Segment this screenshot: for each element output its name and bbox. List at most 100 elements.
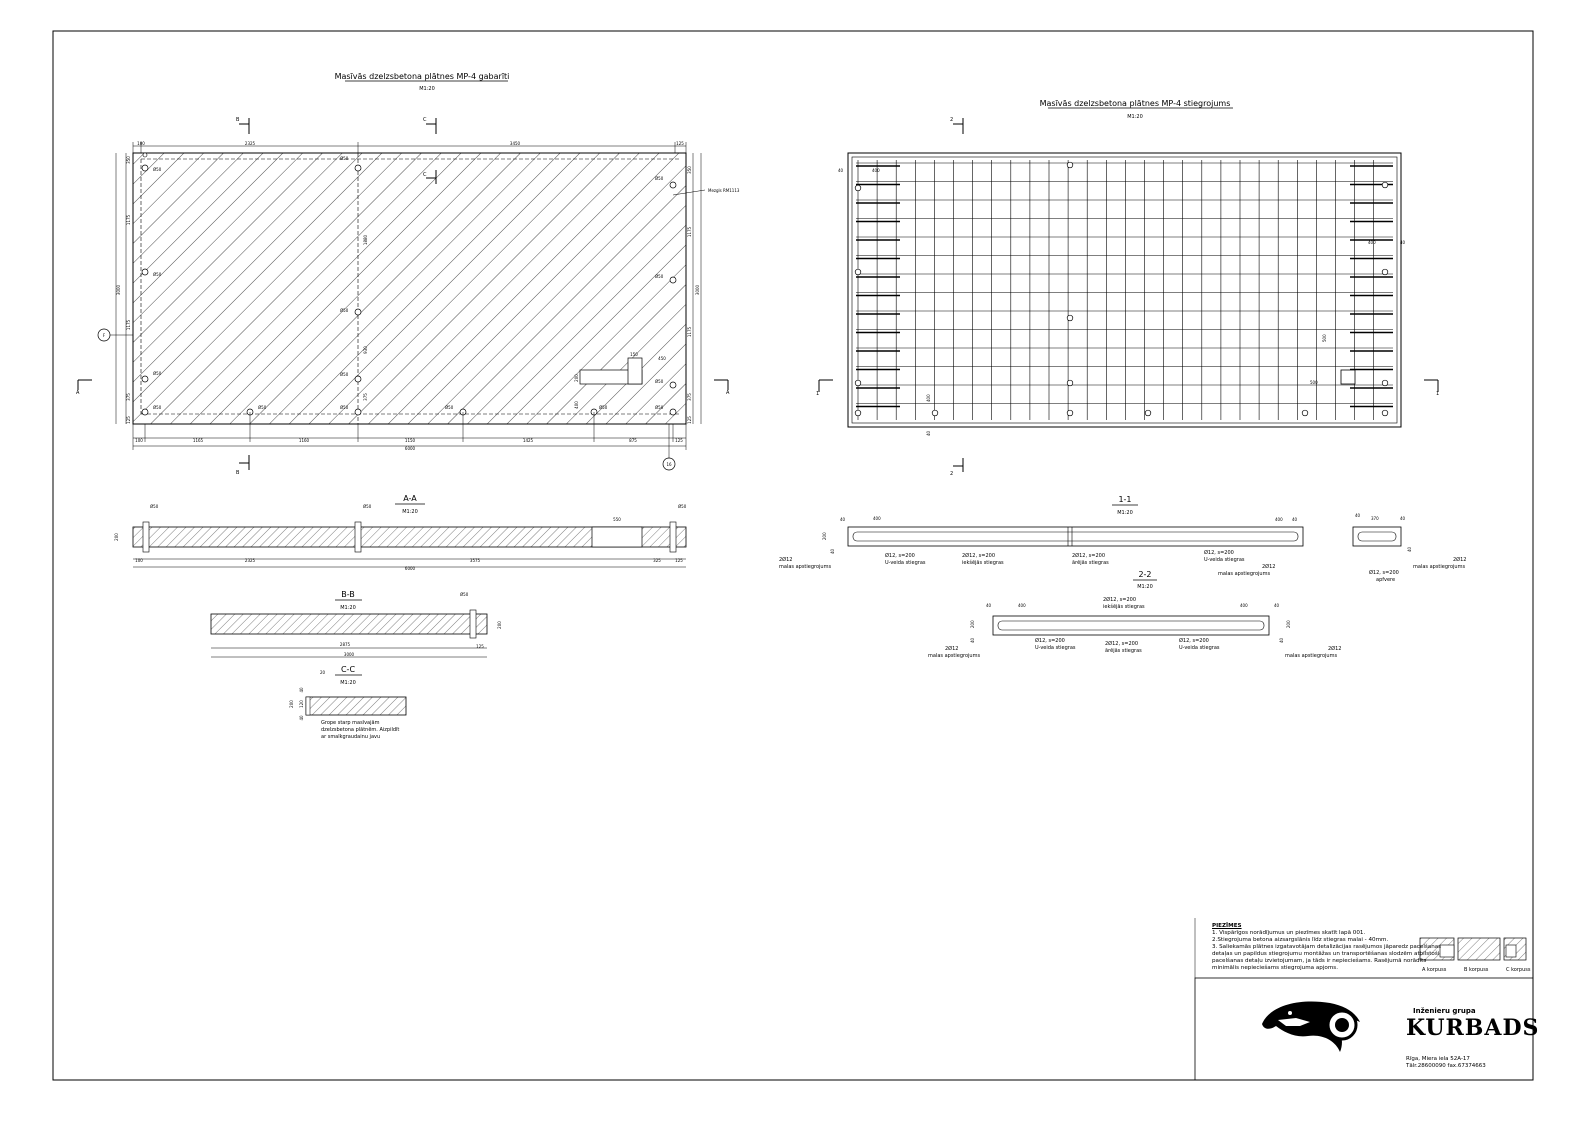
rebar-plan-hole [931, 409, 939, 417]
dim-label: 1175 [126, 319, 131, 330]
hole-label: Ø50 [340, 372, 349, 377]
section-aa-title: A-A [403, 494, 417, 503]
dim-label: 200 [1286, 620, 1291, 628]
dim-label: 40 [1400, 516, 1406, 521]
rebar-plan-hole [854, 268, 862, 276]
section-mark: A [726, 390, 730, 396]
dim-label: 550 [613, 517, 621, 522]
dim-label: 2325 [245, 141, 256, 146]
dim-label: 3575 [470, 558, 481, 563]
dim-label: 125 [676, 141, 684, 146]
section-aa-body [132, 526, 687, 548]
rebar-label: malas apstiegrojums [1285, 653, 1337, 659]
dim-label: 1425 [523, 438, 534, 443]
dim-label: 400 [873, 516, 881, 521]
rebar-label: 2Ø12 [1453, 556, 1466, 563]
section-bb-body [210, 613, 488, 635]
rebar-opening [1340, 369, 1356, 385]
company-address-line: Rīga, Miera iela 52A-17 [1406, 1056, 1470, 1062]
plan-title: Masīvās dzelzsbetona plātnes MP-4 gabarī… [335, 72, 510, 81]
rebar-label: malas apstiegrojums [1218, 571, 1270, 577]
hole-label: Ø50 [153, 272, 162, 277]
hole-label: Ø50 [258, 405, 267, 410]
hole-label: Ø50 [655, 405, 664, 410]
dim-label: 40 [1407, 546, 1412, 552]
hole-label: Ø50 [150, 504, 159, 509]
hole-label: Ø50 [655, 274, 664, 279]
dim-label: 40 [1274, 603, 1280, 608]
note-line: 2.Stiegrojuma betona aizsargslānis līdz … [1212, 937, 1389, 943]
section-mark: B [236, 470, 240, 476]
hole-label: Ø50 [445, 405, 454, 410]
dim-label: 100 [135, 558, 143, 563]
dim-label: 2325 [245, 558, 256, 563]
dim-label: 370 [1371, 516, 1379, 521]
rebar-label: 2Ø12, s=200 [1072, 552, 1105, 559]
hole-label: Ø50 [153, 371, 162, 376]
dim-label: 200 [970, 620, 975, 628]
rebar-scale: M1:20 [1127, 114, 1143, 120]
section-cc: C-C M1:20 20 40 200 120 40 Grope starp m… [289, 665, 407, 740]
section-mark: B [236, 117, 240, 123]
dim-label: 375 [687, 393, 692, 401]
slab-outline [847, 152, 1402, 428]
note-line: 3. Saliekamās plātnes izgatavotājam deta… [1212, 944, 1442, 950]
dim-label: 400 [926, 394, 931, 402]
dim-label: 375 [363, 393, 368, 401]
rebar-label: 2Ø12 [1262, 563, 1275, 570]
key-plan-label: C korpuss [1506, 967, 1531, 973]
section-bb-title: B-B [341, 590, 355, 599]
dim-label: 40 [1292, 517, 1298, 522]
dim-label: 40 [1279, 637, 1284, 643]
rebar-label: 2Ø12 [945, 645, 958, 652]
key-plan-label: B korpuss [1464, 967, 1489, 973]
title-block-frame [1194, 977, 1534, 1081]
dim-label: 40 [970, 637, 975, 643]
dim-label: 125 [675, 438, 683, 443]
dim-label: 200 [497, 621, 502, 629]
dim-label: 40 [986, 603, 992, 608]
rebar-label: Ø12, s=200 [1204, 549, 1234, 556]
dim-label: 100 [135, 438, 143, 443]
rebar-plan-hole [1301, 409, 1309, 417]
dim-label: 40 [1400, 240, 1406, 245]
rebar-label: ārējās stiegras [1072, 560, 1109, 566]
company-block: Inženieru grupa KURBADS Rīga, Miera iela… [1216, 993, 1546, 1091]
rebar-label: U-veida stiegras [1035, 645, 1076, 651]
hole-label: Ø50 [363, 504, 372, 509]
section-cc-body [305, 696, 407, 716]
hole-label: Ø50 [655, 379, 664, 384]
axis-bubble [662, 457, 676, 471]
notes-block: PIEZĪMES 1. Vispārīgos norādījumus un pi… [1212, 923, 1542, 972]
hole-label: Ø50 [678, 504, 687, 509]
dim-label: 500 [1322, 334, 1327, 342]
company-address: Rīga, Miera iela 52A-17 Tālr.28600090 fa… [1406, 1056, 1486, 1070]
dim-label: 120 [299, 700, 304, 708]
section-cc-scale: M1:20 [340, 680, 356, 686]
rebar-plan-view: Masīvās dzelzsbetona plātnes MP-4 stiegr… [816, 99, 1439, 477]
dim-label: 2875 [340, 642, 351, 647]
section-mark: C [423, 117, 427, 123]
section-mark: 1 [1436, 391, 1439, 397]
dim-label: 40 [838, 168, 844, 173]
rebar-label: 2Ø12 [1328, 645, 1341, 652]
dim-label: 875 [629, 438, 637, 443]
rebar-plan-hole [1381, 379, 1389, 387]
notes-heading: PIEZĪMES [1212, 923, 1242, 929]
section-22: 2-2 M1:20 2Ø12, s=200 iekšējās stiegras … [928, 570, 1341, 659]
note-line: detaļas un papildus stiegrojumu montāžas… [1212, 951, 1440, 957]
rebar-label: iekšējās stiegras [962, 559, 1004, 566]
section-11-title: 1-1 [1118, 495, 1131, 504]
company-logo [1262, 1001, 1360, 1052]
dim-label: 400 [872, 168, 880, 173]
hole-label: Ø50 [340, 405, 349, 410]
rebar-plan-hole [1381, 268, 1389, 276]
rebar-plan-hole [1066, 314, 1074, 322]
rebar-plan-hole [1381, 409, 1389, 417]
dim-label: 400 [1275, 517, 1283, 522]
dim-label: 1165 [193, 438, 204, 443]
dim-label: 40 [299, 687, 304, 693]
rebar-plan-hole [1066, 409, 1074, 417]
dim-label: 125 [675, 558, 683, 563]
rebar-label: apfvere [1376, 577, 1395, 583]
